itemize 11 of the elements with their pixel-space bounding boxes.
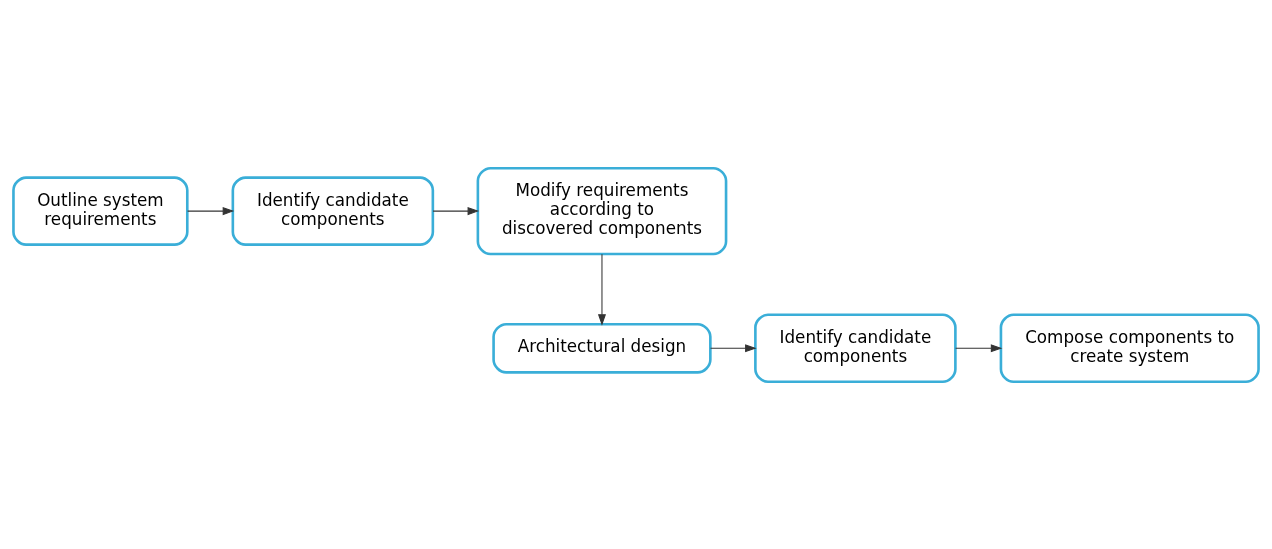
arrow xyxy=(710,343,757,352)
node-box: Modify requirements according to discovered components xyxy=(476,166,728,255)
arrow xyxy=(432,206,480,215)
node-box: Architectural design xyxy=(492,322,712,374)
node-box: Identify candidate components xyxy=(754,313,957,383)
arrow xyxy=(955,343,1003,352)
arrow xyxy=(187,206,235,215)
node-box: Outline system requirements xyxy=(12,175,189,246)
arrow xyxy=(597,253,606,326)
node-box: Compose components to create system xyxy=(999,313,1260,383)
node-box: Identify candidate components xyxy=(231,175,435,246)
